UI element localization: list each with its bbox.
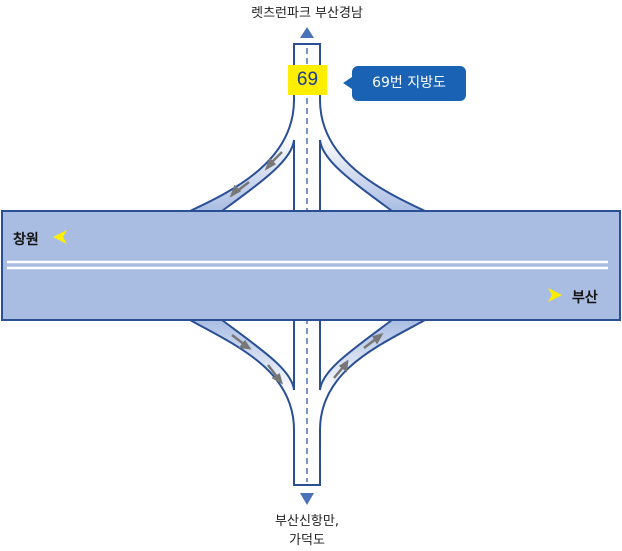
east-destination-label: 부산 [572, 290, 598, 306]
west-destination-label: 창원 [13, 232, 39, 248]
south-arrow-icon [300, 493, 314, 505]
route-shield: 69 [288, 65, 327, 95]
south-destination-line2: 가덕도 [289, 533, 325, 548]
north-arrow-icon [300, 27, 314, 38]
south-destination-label: 부산신항만, 가덕도 [0, 512, 614, 550]
south-destination-line1: 부산신항만, [275, 514, 339, 529]
east-direction-arrow-icon [548, 288, 562, 302]
ramp-flow-arrows [229, 151, 384, 385]
north-destination-label: 렛츠런파크 부산경남 [251, 6, 363, 21]
route-callout: 69번 지방도 [343, 66, 466, 101]
main-highway [1, 210, 621, 321]
west-direction-arrow-icon [53, 230, 67, 244]
